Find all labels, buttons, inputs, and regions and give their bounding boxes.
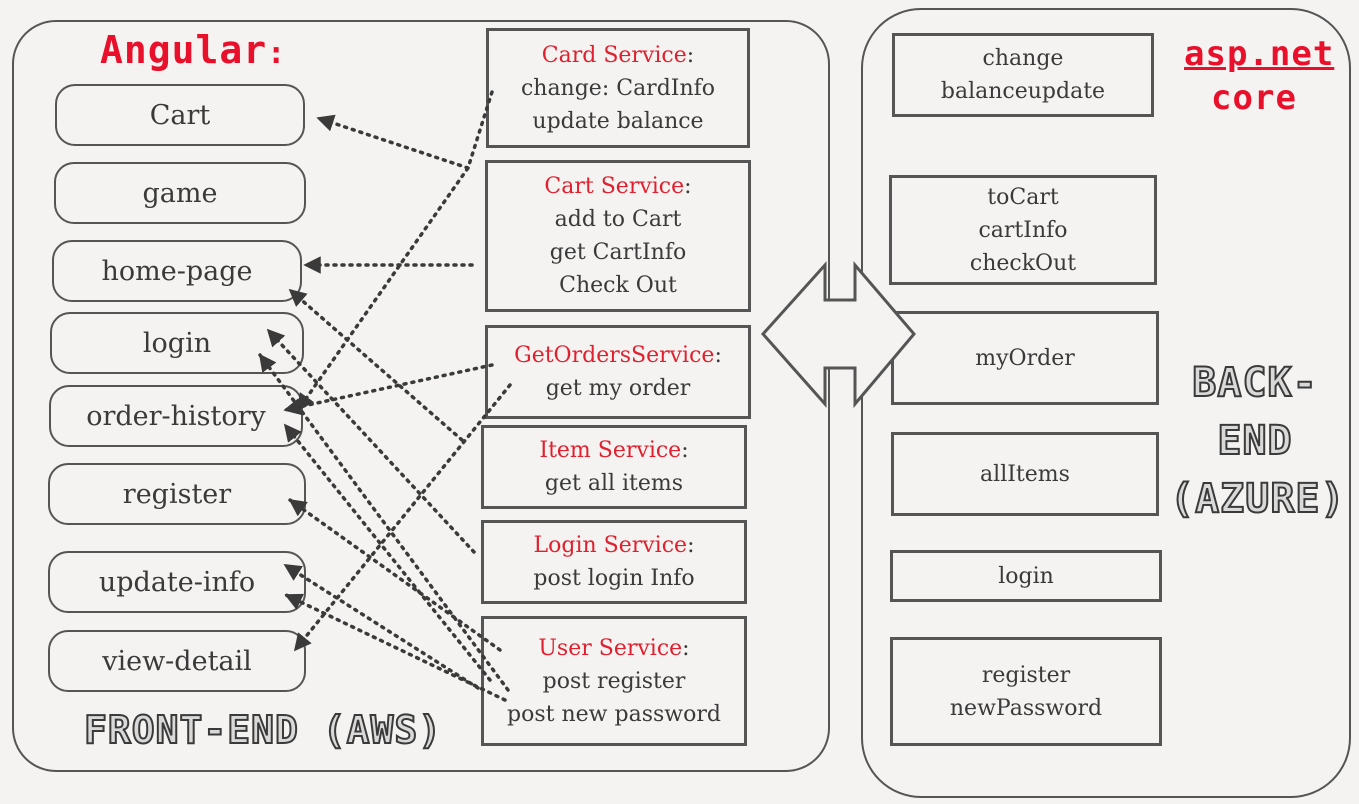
service-title: Item Service: — [539, 438, 689, 463]
angular-label: Angular: — [100, 28, 287, 72]
connector-login-to-login — [266, 328, 476, 554]
component-order-history[interactable]: order-history — [49, 385, 303, 447]
backend-label: BACK- END (AZURE) — [1169, 359, 1346, 523]
component-game[interactable]: game — [54, 162, 306, 224]
login-service: Login Service: post login Info — [481, 520, 747, 604]
api-my-order: myOrder — [891, 311, 1159, 405]
get-orders-service: GetOrdersService: get my order — [485, 325, 751, 419]
component-register[interactable]: register — [48, 463, 306, 525]
connector-user-to-update-info-2 — [283, 563, 480, 690]
connector-getorders-to-order-history — [283, 363, 494, 416]
service-title: Login Service: — [533, 533, 695, 558]
user-service: User Service: post register post new pas… — [481, 616, 747, 746]
api-login: login — [890, 550, 1162, 602]
frontend-panel — [12, 20, 830, 772]
service-method: Check Out — [559, 273, 677, 298]
connector-card-to-cart — [316, 114, 470, 170]
aspnet-core-label: asp.net core — [1184, 34, 1335, 118]
component-view-detail[interactable]: view-detail — [48, 630, 306, 692]
item-service: Item Service: get all items — [481, 425, 747, 509]
service-method: post new password — [507, 701, 721, 727]
service-title: Cart Service: — [544, 174, 692, 199]
component-cart[interactable]: Cart — [55, 84, 305, 146]
service-method: change: CardInfo — [520, 75, 716, 101]
service-title: Card Service: — [541, 42, 695, 68]
connector-user-to-order-history — [283, 423, 492, 682]
connector-user-to-login — [258, 353, 510, 692]
connector-item-to-home — [288, 288, 464, 442]
service-method: get all items — [544, 471, 684, 496]
service-method: get CartInfo — [549, 240, 687, 265]
service-method: get my order — [545, 376, 691, 401]
backend-panel — [861, 8, 1351, 798]
service-method: add to Cart — [554, 207, 682, 232]
connector-getorders-to-view-detail — [293, 383, 512, 652]
component-update-info[interactable]: update-info — [48, 551, 306, 613]
connector-user-to-register — [288, 498, 502, 652]
frontend-label: FRONT-END (AWS) — [83, 707, 443, 753]
connector-card-to-order-history — [296, 90, 494, 412]
service-method: post register — [542, 668, 686, 694]
cart-service: Cart Service: add to Cart get CartInfo C… — [485, 160, 751, 312]
service-method: post login Info — [533, 566, 695, 591]
service-method: update balance — [532, 108, 704, 134]
service-title: User Service: — [538, 635, 690, 661]
card-service: Card Service: change: CardInfo update ba… — [486, 28, 750, 148]
double-arrow-frontend-backend — [760, 260, 916, 409]
api-all-items: allItems — [891, 432, 1159, 516]
component-home-page[interactable]: home-page — [52, 240, 302, 302]
service-title: GetOrdersService: — [514, 343, 722, 368]
